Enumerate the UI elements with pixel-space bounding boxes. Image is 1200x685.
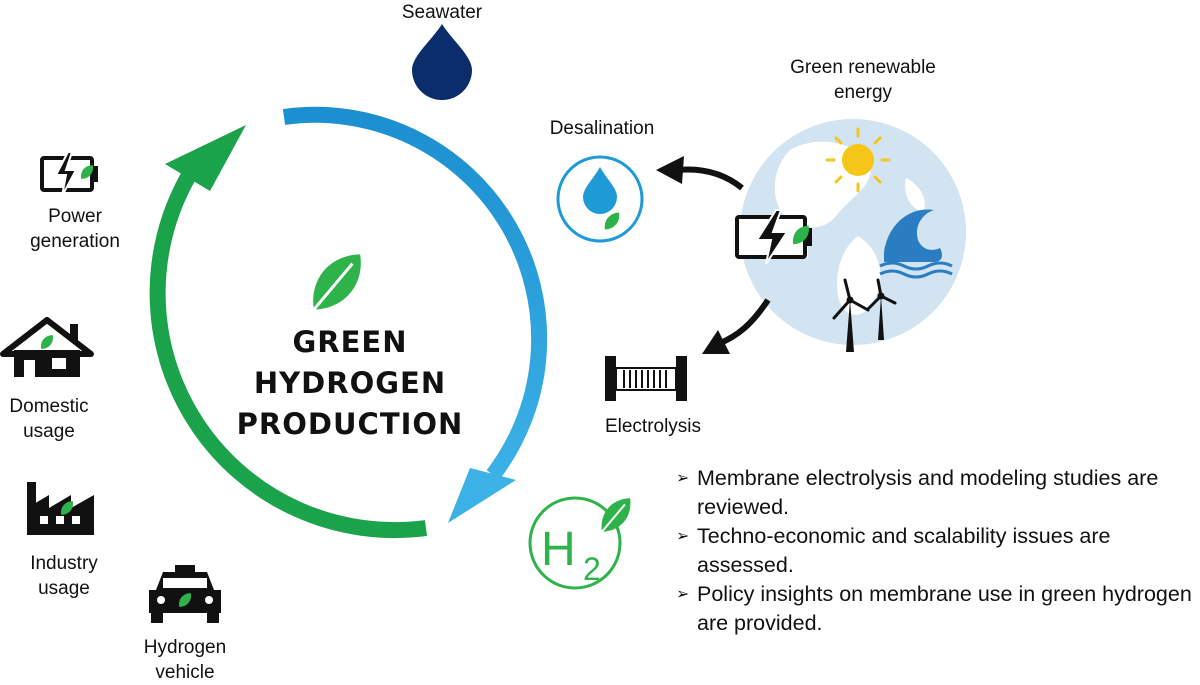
hydrogen-cycle: [149, 106, 548, 539]
desalination-icon: [556, 155, 644, 243]
title-line-2: HYDROGEN: [253, 366, 447, 400]
desalination-label: Desalination: [549, 118, 655, 139]
industry-label-line-2: usage: [38, 578, 90, 599]
industry-label-line-1: Industry: [30, 553, 98, 574]
electrolysis-label: Electrolysis: [604, 416, 702, 437]
renewable-label-line-2: energy: [833, 82, 893, 103]
electrolysis-icon: [605, 356, 687, 401]
bullet-arrow-icon: ➢: [676, 586, 690, 603]
arrow-to-electrolysis: [716, 298, 771, 347]
renewable-energy-label: Green renewable energy: [763, 55, 963, 105]
center-leaf-icon: [307, 254, 361, 317]
highlight-item: ➢ Techno-economic and scalability issues …: [676, 522, 1200, 580]
blue-cycle-arc: [282, 106, 548, 480]
industry-factory-icon: [27, 482, 94, 535]
vehicle-label-line-2: vehicle: [155, 662, 215, 683]
domestic-label-line-1: Domestic: [9, 396, 89, 417]
highlight-item: ➢ Membrane electrolysis and modeling stud…: [676, 464, 1200, 522]
center-title: GREEN HYDROGEN PRODUCTION: [200, 322, 500, 445]
domestic-house-icon: [0, 317, 94, 377]
blue-arrowhead: [448, 468, 516, 523]
sun-icon: [825, 127, 891, 193]
hydrogen-vehicle-icon: [149, 565, 221, 623]
wave-icon: [879, 209, 953, 279]
bullet-arrow-icon: ➢: [676, 470, 690, 487]
power-generation-label: Power generation: [10, 204, 140, 254]
flow-arrows: [656, 156, 771, 354]
green-cycle-arc: [149, 173, 428, 539]
highlight-text: Policy insights on membrane use in green…: [697, 582, 1192, 635]
renewable-energy-globe-icon: [740, 119, 966, 345]
arrow-to-desalination: [677, 166, 744, 191]
power-label-line-2: generation: [30, 231, 120, 252]
power-generation-icon: [40, 151, 98, 197]
highlight-item: ➢ Policy insights on membrane use in gree…: [676, 580, 1200, 638]
highlight-text: Techno-economic and scalability issues a…: [697, 524, 1111, 577]
industry-usage-label: Industry usage: [14, 551, 114, 601]
bullet-arrow-icon: ➢: [676, 528, 690, 545]
vehicle-label-line-1: Hydrogen: [143, 637, 227, 658]
h2-symbol: H: [541, 523, 576, 576]
hydrogen-h2-icon: H 2: [528, 496, 631, 590]
title-line-1: GREEN: [292, 325, 408, 359]
highlight-text: Membrane electrolysis and modeling studi…: [697, 466, 1159, 519]
title-line-3: PRODUCTION: [236, 407, 464, 441]
battery-charging-icon: [735, 209, 812, 265]
wind-turbine-icon: [832, 278, 897, 352]
h2-subscript: 2: [583, 551, 601, 587]
hydrogen-vehicle-label: Hydrogen vehicle: [130, 635, 240, 685]
power-label-line-1: Power: [48, 206, 102, 227]
renewable-label-line-1: Green renewable: [790, 57, 936, 78]
highlights-list: ➢ Membrane electrolysis and modeling stud…: [676, 464, 1200, 638]
domestic-usage-label: Domestic usage: [0, 394, 98, 444]
domestic-label-line-2: usage: [23, 421, 75, 442]
seawater-drop-icon: [412, 24, 472, 100]
seawater-label: Seawater: [401, 2, 483, 23]
green-arrowhead: [165, 125, 246, 191]
